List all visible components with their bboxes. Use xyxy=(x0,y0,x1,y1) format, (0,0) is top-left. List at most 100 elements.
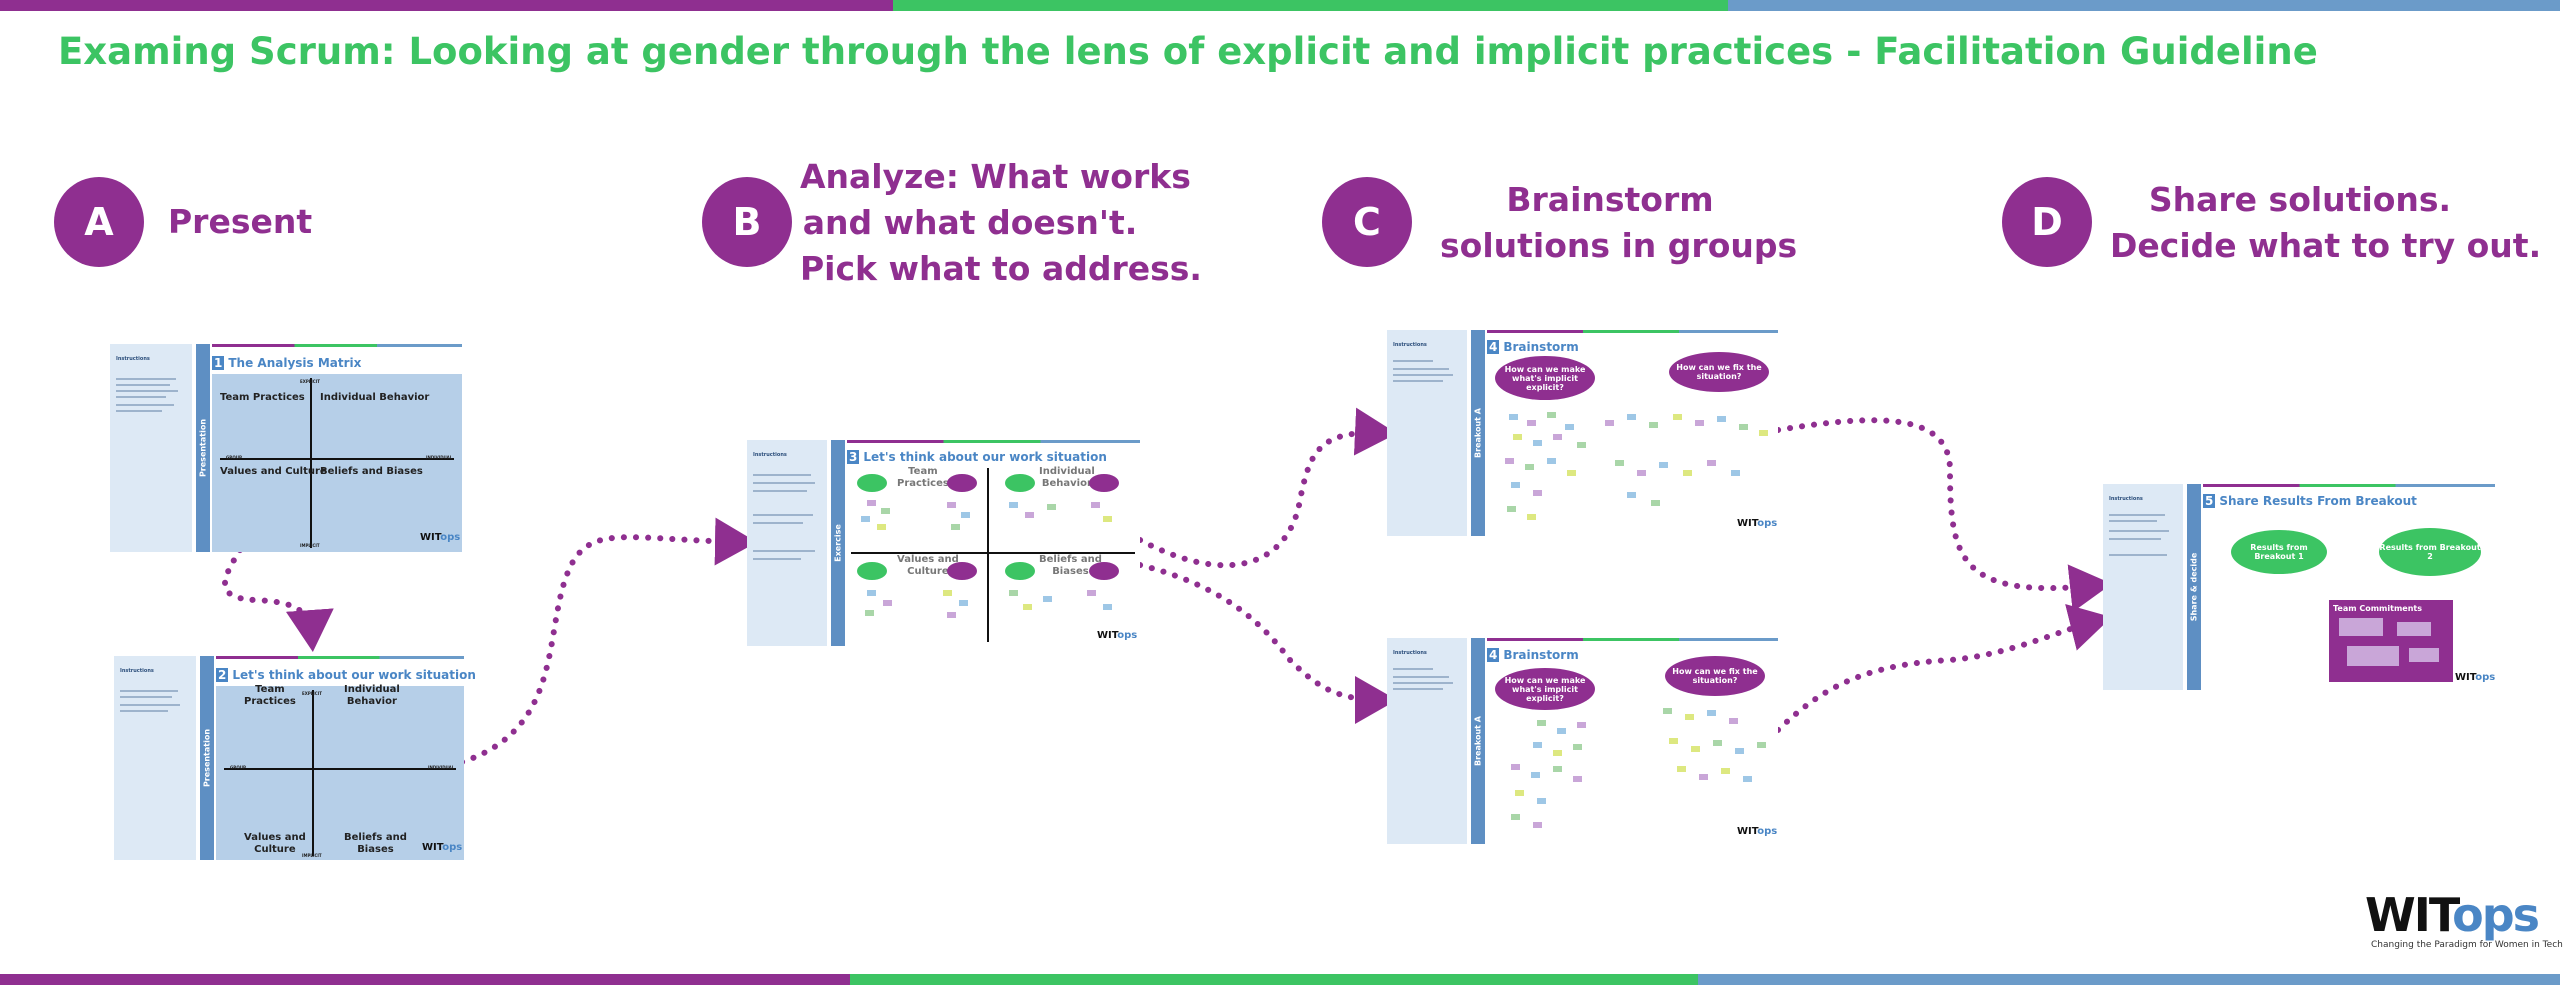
slide-color-strip xyxy=(216,656,464,659)
matrix-axis-horizontal xyxy=(220,458,454,460)
witops-logo: WITops Changing the Paradigm for Women i… xyxy=(2365,890,2563,950)
sticky-note xyxy=(867,590,876,596)
step-b-title-line: Analyze: What works xyxy=(800,157,1191,196)
connector-b-c1 xyxy=(1137,407,1397,569)
text-line xyxy=(753,490,807,492)
sticky-note xyxy=(1505,458,1514,464)
page-title: Examing Scrum: Looking at gender through… xyxy=(58,30,2318,73)
sticky-note xyxy=(1531,772,1540,778)
sticky-note xyxy=(1511,814,1520,820)
matrix-axis-horizontal xyxy=(224,768,456,770)
sticky-note xyxy=(1683,470,1692,476)
slide-instructions-label: Instructions xyxy=(116,356,150,362)
quadrant-label-line: Behavior xyxy=(1041,478,1092,489)
slide-title-text: Brainstorm xyxy=(1503,648,1579,662)
slide-logo-ops: ops xyxy=(440,532,461,543)
slide-logo-wit: WIT xyxy=(1737,826,1758,837)
brainstorm-cloud: How can we make what's implicit explicit… xyxy=(1495,668,1595,710)
sticky-note xyxy=(1699,774,1708,780)
step-a-title: Present xyxy=(168,202,313,241)
text-line xyxy=(120,710,168,712)
step-d-badge: D xyxy=(2002,177,2092,267)
purple-cloud xyxy=(1089,474,1119,492)
green-cloud xyxy=(857,562,887,580)
sticky-note xyxy=(1511,482,1520,488)
slide-logo-ops: ops xyxy=(1757,518,1778,529)
sticky-note xyxy=(1553,766,1562,772)
slide-title-text: Let's think about our work situation xyxy=(232,668,476,682)
quadrant-label-line: Practices xyxy=(897,478,949,489)
text-line xyxy=(1393,676,1449,678)
logo-ops: ops xyxy=(2452,888,2540,942)
sticky-note xyxy=(1533,440,1542,446)
quadrant-label: Beliefs and Biases xyxy=(320,466,423,477)
sticky-note xyxy=(865,610,874,616)
slide-section-label: Breakout A xyxy=(1473,408,1483,458)
connector-b-c2 xyxy=(1137,562,1397,724)
sticky-note xyxy=(867,500,876,506)
results-cloud: Results from Breakout 2 xyxy=(2379,528,2481,576)
slide-section-bar: Presentation xyxy=(200,656,214,860)
slide-logo-ops: ops xyxy=(1757,826,1778,837)
sticky-note xyxy=(1651,500,1660,506)
commitment-note xyxy=(2397,622,2431,636)
sticky-note xyxy=(1009,590,1018,596)
text-line xyxy=(2109,514,2165,516)
slide-number: 1 xyxy=(212,356,225,370)
sticky-note xyxy=(1527,420,1536,426)
sticky-note xyxy=(1103,516,1112,522)
quadrant-label: Team Practices xyxy=(220,392,305,403)
quadrant-label-line: Biases xyxy=(357,844,394,855)
sticky-note xyxy=(1533,742,1542,748)
connector-c1-d xyxy=(1775,417,2112,613)
text-line xyxy=(753,474,811,476)
text-line xyxy=(2109,554,2167,556)
sticky-note xyxy=(1573,744,1582,750)
sticky-note xyxy=(947,612,956,618)
text-line xyxy=(753,558,801,560)
quadrant-label-line: Culture xyxy=(907,566,949,577)
slide-section-label: Breakout A xyxy=(1473,716,1483,766)
team-commitments-box: Team Commitments xyxy=(2329,600,2453,682)
sticky-note xyxy=(1735,748,1744,754)
connector-a1-a2 xyxy=(222,547,334,652)
slide-title-text: Let's think about our work situation xyxy=(863,450,1107,464)
bottom-bar-green xyxy=(850,974,1698,985)
text-line xyxy=(116,378,176,380)
slide-instructions-panel: Instructions xyxy=(747,440,827,646)
slide-number: 2 xyxy=(216,668,229,682)
step-c-badge: C xyxy=(1322,177,1412,267)
slide-logo-ops: ops xyxy=(442,842,463,853)
sticky-note xyxy=(1627,414,1636,420)
sticky-note xyxy=(1695,420,1704,426)
green-cloud xyxy=(1005,562,1035,580)
sticky-note xyxy=(1627,492,1636,498)
slide-instructions-panel: Instructions xyxy=(110,344,192,552)
sticky-note xyxy=(1743,776,1752,782)
text-line xyxy=(2109,530,2169,532)
step-b-badge: B xyxy=(702,177,792,267)
purple-cloud xyxy=(947,562,977,580)
step-b-title: Analyze: What works and what doesn't. Pi… xyxy=(800,154,1202,292)
commitment-note xyxy=(2339,618,2383,636)
sticky-note xyxy=(1547,458,1556,464)
sticky-note xyxy=(1759,430,1768,436)
slide-logo-wit: WIT xyxy=(1737,518,1758,529)
axis-label: GROUP xyxy=(226,455,242,460)
sticky-note xyxy=(959,600,968,606)
slide-logo-wit: WIT xyxy=(422,842,443,853)
axis-label: INDIVIDUAL xyxy=(428,765,455,770)
slide-instructions-label: Instructions xyxy=(1393,342,1427,348)
step-b-title-line: Pick what to address. xyxy=(800,249,1202,288)
sticky-note xyxy=(1023,604,1032,610)
sticky-note xyxy=(1553,750,1562,756)
quadrant-label-line: Values and xyxy=(244,832,306,843)
